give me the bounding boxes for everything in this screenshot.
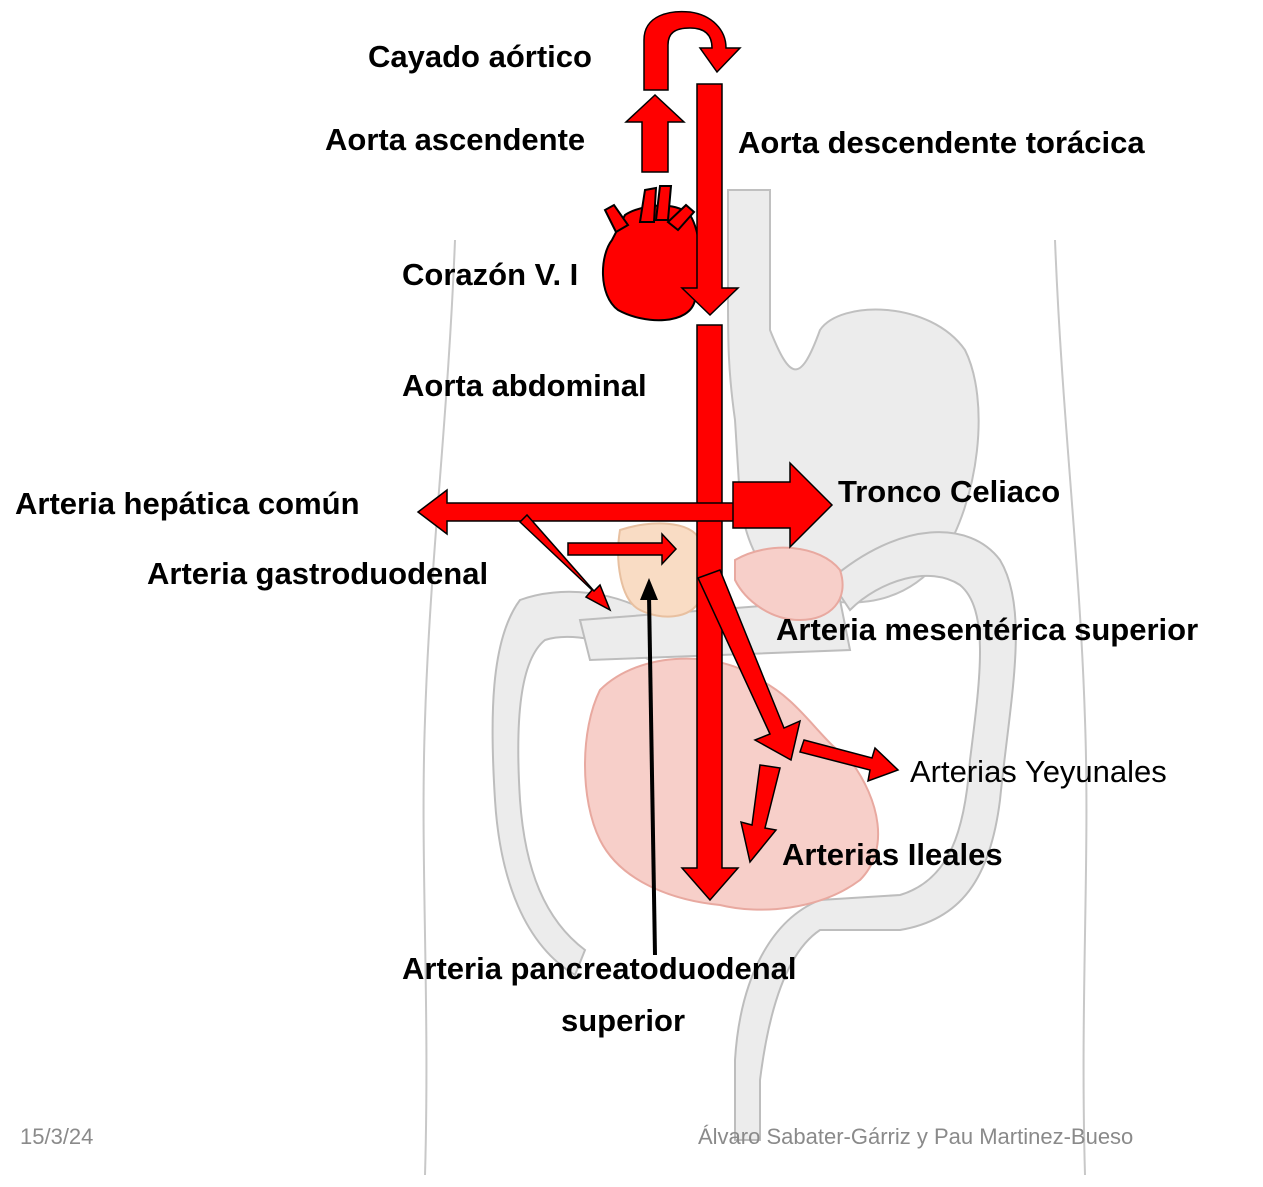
footer-date: 15/3/24 bbox=[20, 1124, 93, 1150]
hepatica-comun-label: Arteria hepática común bbox=[15, 487, 360, 521]
heart-icon bbox=[603, 186, 700, 320]
tronco-celiaco-label: Tronco Celiaco bbox=[838, 475, 1060, 509]
pancreas bbox=[618, 523, 700, 616]
gastroduodenal-label: Arteria gastroduodenal bbox=[147, 557, 488, 591]
pancreatoduodenal-label-line1: Arteria pancreatoduodenal bbox=[402, 952, 796, 986]
yeyunales-label: Arterias Yeyunales bbox=[910, 755, 1167, 789]
corazon-label: Corazón V. I bbox=[402, 258, 578, 292]
cayado-arrow bbox=[644, 12, 740, 90]
aorta-ascendente-label: Aorta ascendente bbox=[325, 123, 585, 157]
pancreatoduodenal-label-line2: superior bbox=[561, 1004, 685, 1038]
mesenterica-superior-label: Arteria mesentérica superior bbox=[776, 613, 1198, 647]
aorta-ascendente-arrow bbox=[626, 95, 684, 172]
aorta-abdominal-label: Aorta abdominal bbox=[402, 369, 647, 403]
cayado-label: Cayado aórtico bbox=[368, 40, 592, 74]
footer-authors: Álvaro Sabater-Gárriz y Pau Martinez-Bue… bbox=[698, 1124, 1133, 1150]
aorta-descendente-label: Aorta descendente torácica bbox=[738, 126, 1145, 160]
ileales-label: Arterias Ileales bbox=[782, 838, 1003, 872]
